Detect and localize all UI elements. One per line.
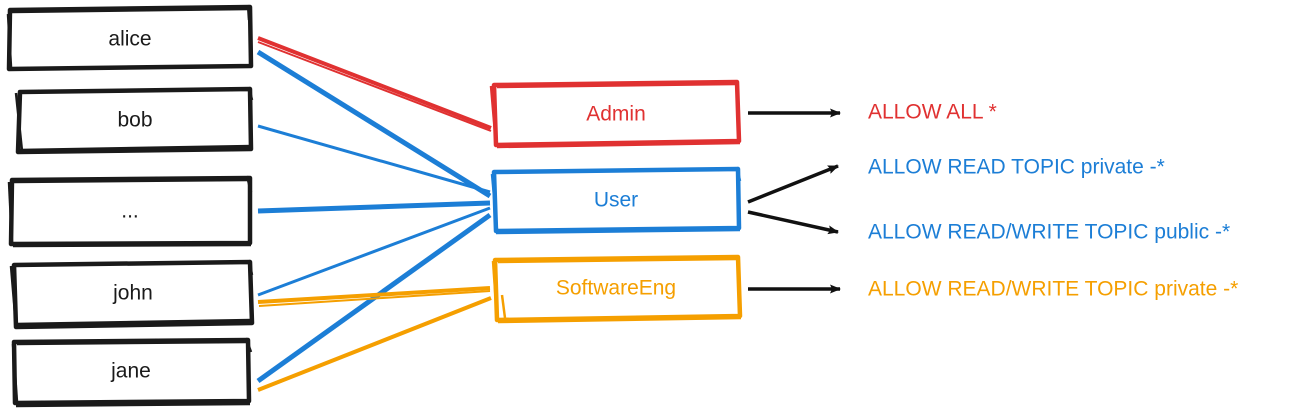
link-john-softwareeng [257,286,491,307]
link-alice-admin [257,36,492,132]
user-label-john: john [112,282,153,305]
role-label-user: User [594,189,638,212]
permission-allow-all: ALLOW ALL * [868,101,997,124]
role-label-admin: Admin [586,103,646,126]
link-john-user [257,206,491,297]
arrow-user-to-read-private [747,164,839,204]
link-alice-user [256,49,492,199]
role-box-user[interactable]: User [490,166,742,235]
role-box-softwareeng[interactable]: SoftwareEng [491,254,743,324]
user-box-john[interactable]: john [9,259,255,330]
role-label-softwareeng: SoftwareEng [556,277,676,300]
permission-read-private: ALLOW READ TOPIC private -* [868,156,1165,179]
role-box-admin[interactable]: Admin [489,79,742,149]
arrow-user-to-readwrite-public [747,210,839,235]
user-label-ellipsis: ... [121,200,139,223]
link-bob-user [257,124,491,194]
user-box-ellipsis[interactable]: ... [7,175,253,248]
user-label-alice: alice [108,28,151,51]
user-box-jane[interactable]: jane [11,337,253,408]
link-ellipsis-user [257,200,491,214]
permission-readwrite-private: ALLOW READ/WRITE TOPIC private -* [868,278,1238,301]
user-box-alice[interactable]: alice [6,4,254,72]
user-label-jane: jane [110,360,151,383]
permission-readwrite-public: ALLOW READ/WRITE TOPIC public -* [868,221,1230,244]
user-label-bob: bob [117,109,152,132]
user-box-bob[interactable]: bob [14,86,254,155]
link-jane-softwareeng [257,296,492,392]
